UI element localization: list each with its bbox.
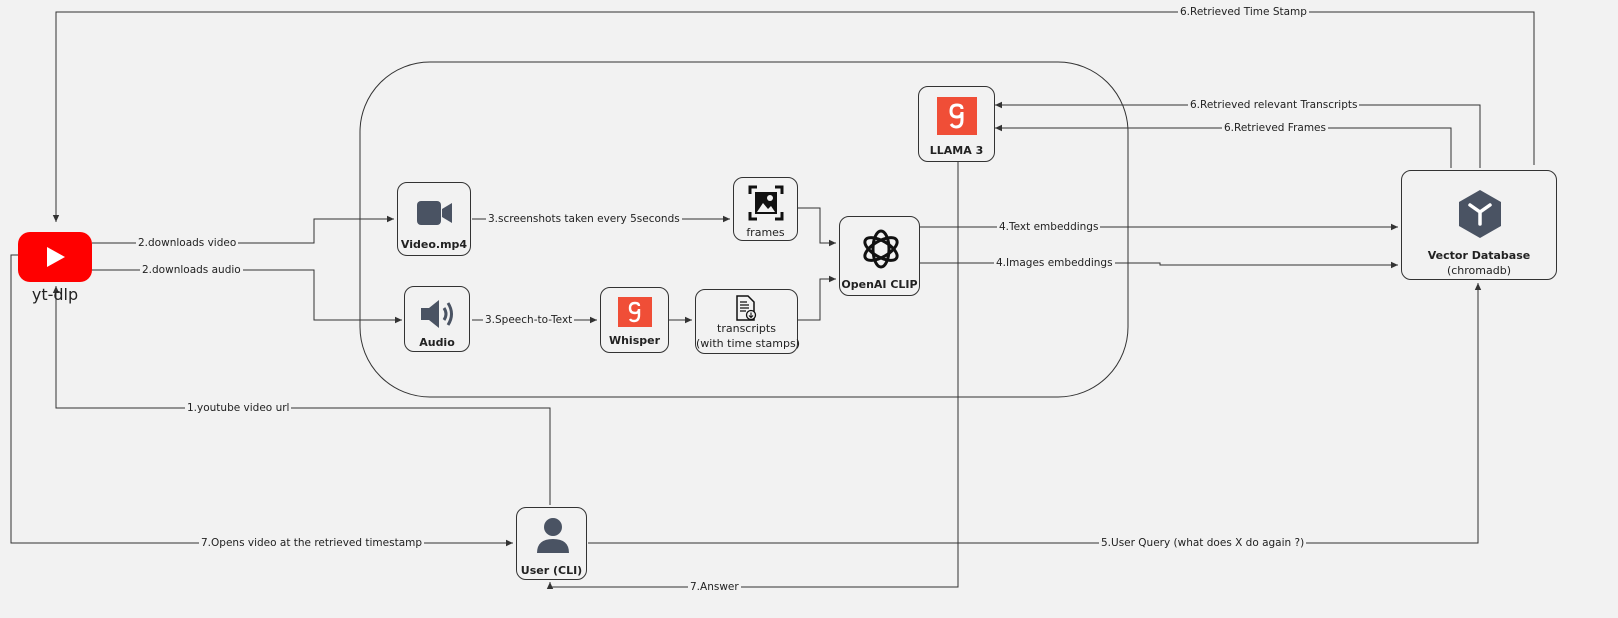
node-vectordb: Vector Database (chromadb) xyxy=(1401,170,1557,280)
processing-group-boundary xyxy=(359,61,1129,398)
label-images-embeddings: 4.Images embeddings xyxy=(994,257,1115,270)
edge-retrieved-frames xyxy=(995,124,1452,168)
frames-label: frames xyxy=(746,226,785,239)
label-answer: 7.Answer xyxy=(688,581,741,594)
edge-user-query xyxy=(588,283,1482,544)
vectordb-label-line1: Vector Database xyxy=(1427,249,1531,262)
label-retrieved-time-stamp: 6.Retrieved Time Stamp xyxy=(1178,6,1309,19)
node-llama: LLAMA 3 xyxy=(918,86,995,162)
clip-label: OpenAI CLIP xyxy=(841,278,918,291)
edge-images-embeddings xyxy=(920,261,1398,269)
user-icon xyxy=(537,518,569,553)
speaker-icon xyxy=(421,300,453,328)
vectordb-label-line2: (chromadb) xyxy=(1446,264,1512,277)
whisper-label: Whisper xyxy=(608,334,661,347)
edge-retrieved-transcripts xyxy=(995,101,1481,168)
transcripts-label-line1: transcripts xyxy=(717,322,776,335)
label-youtube-url: 1.youtube video url xyxy=(185,402,292,415)
label-downloads-audio: 2.downloads audio xyxy=(140,264,243,277)
node-audio: Audio xyxy=(404,286,470,352)
label-text-embeddings: 4.Text embeddings xyxy=(997,221,1101,234)
database-cube-icon xyxy=(1459,190,1501,238)
node-transcripts: transcripts (with time stamps) xyxy=(695,289,800,354)
label-downloads-video: 2.downloads video xyxy=(136,237,239,250)
transcripts-label-line2: (with time stamps) xyxy=(696,337,800,350)
whisper-logo-icon xyxy=(618,297,652,327)
node-user: User (CLI) xyxy=(516,507,587,580)
image-frame-icon xyxy=(748,185,784,221)
llama-label: LLAMA 3 xyxy=(929,144,984,157)
node-clip: OpenAI CLIP xyxy=(839,216,920,296)
node-ytdlp: yt-dlp xyxy=(18,232,92,310)
label-speech-to-text: 3.Speech-to-Text xyxy=(483,314,575,327)
label-user-query: 5.User Query (what does X do again ?) xyxy=(1099,537,1307,550)
video-camera-icon xyxy=(417,201,452,225)
label-retrieved-frames: 6.Retrieved Frames xyxy=(1222,122,1328,135)
edge-frames-clip xyxy=(798,207,836,247)
label-screenshots: 3.screenshots taken every 5seconds xyxy=(486,213,682,226)
edge-downloads-audio xyxy=(92,269,402,324)
edge-youtube-url xyxy=(52,286,551,505)
edge-answer xyxy=(546,162,959,589)
user-label: User (CLI) xyxy=(520,564,583,577)
node-frames: frames xyxy=(733,177,798,241)
ytdlp-label: yt-dlp xyxy=(31,285,79,304)
document-icon xyxy=(736,295,757,321)
node-video: Video.mp4 xyxy=(397,182,471,256)
node-whisper: Whisper xyxy=(600,287,669,353)
audio-label: Audio xyxy=(419,336,455,349)
openai-logo-icon xyxy=(863,229,899,269)
video-label: Video.mp4 xyxy=(400,238,468,251)
youtube-logo-icon xyxy=(18,232,92,282)
edge-retrieved-time-stamp xyxy=(52,11,1535,222)
label-retrieved-transcripts: 6.Retrieved relevant Transcripts xyxy=(1188,99,1360,112)
edge-transcripts-clip xyxy=(798,275,836,321)
label-opens-video: 7.Opens video at the retrieved timestamp xyxy=(199,537,425,550)
llama-logo-icon xyxy=(937,97,977,135)
